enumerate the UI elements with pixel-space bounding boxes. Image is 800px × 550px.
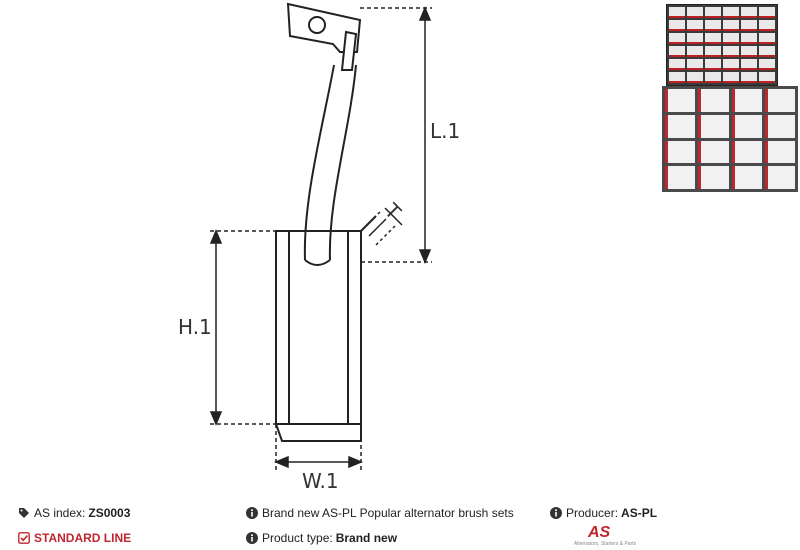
description-text: Brand new AS-PL Popular alternator brush… [262,506,514,520]
closeup-image [662,86,798,192]
length-label: L.1 [430,119,460,143]
logo-mark: AS [588,524,611,541]
checkbox-checked-icon [18,532,30,544]
tag-icon [18,507,30,519]
product-photo [662,4,798,192]
as-index-value: ZS0003 [88,506,131,520]
dimension-thickness [360,207,403,246]
product-type-value: Brand new [335,531,398,545]
description: Brand new AS-PL Popular alternator brush… [246,506,514,520]
cabinet-image [666,4,778,86]
product-type: Product type: Brand new [246,531,397,545]
dimension-height [209,229,276,426]
terminal-tab [286,2,362,71]
logo-tagline: Alternators, Starters & Parts [573,541,637,547]
info-icon [246,532,258,544]
shunt-wire [303,64,357,266]
info-icon [550,507,562,519]
dimension-width [274,424,363,470]
info-icon [246,507,258,519]
brush-body [275,215,377,442]
height-label: H.1 [178,315,212,339]
standard-line: STANDARD LINE [18,531,131,545]
dimension-length [360,6,432,264]
producer: Producer: AS-PL [550,506,657,520]
as-pl-logo: AS Alternators, Starters & Parts [560,524,650,550]
standard-line-text: STANDARD LINE [34,531,132,545]
brush-technical-drawing: L.1 H.1 W.1 T [178,2,460,493]
product-type-label: Product type: [262,531,333,545]
width-label: W.1 [302,469,339,493]
producer-value: AS-PL [621,506,658,520]
as-index: AS index: ZS0003 [18,506,130,520]
as-index-label: AS index: [34,506,86,520]
producer-label: Producer: [566,506,619,520]
